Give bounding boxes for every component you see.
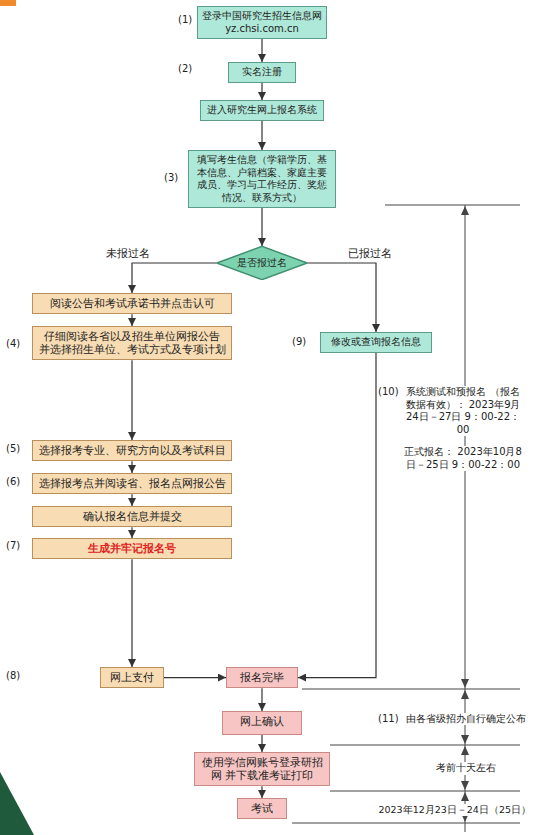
process-box: 阅读公告和考试承诺书并点击认可 (32, 293, 232, 314)
note-text: 正式报名： 2023年10月8日－25日 9：00-22：00 (402, 446, 524, 471)
flow-arrow (164, 677, 226, 678)
flow-arrow (298, 353, 376, 678)
flow-arrow (131, 527, 132, 538)
process-box: 网上支付 (100, 667, 164, 688)
callout-number: (1) (178, 14, 192, 27)
note-text: 系统测试和预报名 （报名数据有效）： 2023年9月24日－27日 9：00-2… (402, 386, 524, 436)
box-text: 报名完毕 (231, 671, 293, 684)
timeline (292, 205, 520, 832)
flow-arrow (261, 39, 262, 62)
edge-label: 未报过名 (104, 247, 152, 260)
callout-number: (7) (6, 540, 20, 553)
callout-number: (4) (6, 338, 20, 351)
flow-arrow (131, 314, 132, 326)
note-text: 2023年12月23日－24日（25日） (376, 804, 533, 816)
box-text: 选择报考专业、研究方向以及考试科目 (37, 444, 227, 457)
note-text: 考前十天左右 (434, 762, 498, 775)
flow-arrow (261, 121, 262, 151)
box-text: 登录中国研究生招生信息网 (202, 10, 322, 23)
box-text: 考试 (242, 802, 282, 815)
callout-number: (6) (6, 476, 20, 489)
box-text: 进入研究生网上报名系统 (205, 104, 319, 117)
box-text: 网上支付 (105, 671, 159, 684)
box-text: 是否报过名 (237, 257, 287, 270)
callout-number: (3) (164, 172, 178, 185)
process-box: 确认报名信息并提交 (32, 506, 232, 527)
box-text: 确认报名信息并提交 (37, 510, 227, 523)
flow-arrow (261, 688, 262, 711)
process-box: 实名注册 (228, 62, 296, 83)
box-text: 填写考生信息（学籍学历、基本信息、户籍档案、家庭主要成员、学习与工作经历、奖惩情… (193, 154, 331, 204)
process-box: 网上确认 (222, 711, 302, 735)
timeline-arrows (461, 206, 469, 822)
flow-arrow (308, 263, 376, 332)
callout-number: (8) (6, 670, 20, 683)
flow-arrow (131, 559, 132, 667)
process-box: 进入研究生网上报名系统 (200, 100, 324, 121)
box-text: 网上确认 (227, 715, 297, 728)
box-text: 实名注册 (233, 66, 291, 79)
process-box: 报名完毕 (226, 667, 298, 688)
flow-arrow (132, 263, 216, 293)
process-box: 填写考生信息（学籍学历、基本信息、户籍档案、家庭主要成员、学习与工作经历、奖惩情… (188, 150, 336, 208)
callout-number: (5) (6, 443, 20, 456)
box-text: 修改或查询报名信息 (325, 336, 427, 349)
decision-diamond: 是否报过名 (216, 246, 308, 280)
process-box: 仔细阅读各省以及招生单位网报公告 并选择招生单位、考试方式及专项计划 (32, 326, 232, 360)
callout-number: (2) (178, 63, 192, 76)
process-box: 生成并牢记报名号 (32, 538, 232, 559)
flow-arrow (261, 735, 262, 752)
note-text: 由各省级招办自行确定公布 (404, 713, 528, 725)
callout-number: (10) (378, 386, 399, 399)
process-box: 使用学信网账号登录研招网 并下载准考证打印 (194, 752, 330, 786)
flow-arrow (131, 494, 132, 506)
flow-arrow (261, 208, 262, 246)
corner-mark (0, 0, 16, 6)
corner-triangle (0, 772, 34, 835)
box-text: 选择报考点并阅读省、报名点网报公告 (37, 477, 227, 490)
flow-arrow (131, 360, 132, 440)
box-text: 使用学信网账号登录研招网 并下载准考证打印 (199, 756, 325, 782)
callout-number: (11) (378, 713, 399, 726)
flow-arrow (261, 786, 262, 798)
box-text: 仔细阅读各省以及招生单位网报公告 并选择招生单位、考试方式及专项计划 (37, 330, 227, 356)
process-box: 修改或查询报名信息 (320, 332, 432, 353)
edge-label: 已报过名 (346, 247, 394, 260)
flow-arrow (261, 83, 262, 101)
process-box: 选择报考点并阅读省、报名点网报公告 (32, 473, 232, 494)
box-subtext: yz.chsi.com.cn (202, 23, 322, 36)
box-text: 阅读公告和考试承诺书并点击认可 (37, 297, 227, 310)
start-box: 登录中国研究生招生信息网yz.chsi.com.cn (197, 6, 327, 39)
end-box: 考试 (237, 798, 287, 819)
callout-number: (9) (292, 336, 306, 349)
box-text: 生成并牢记报名号 (37, 542, 227, 555)
flow-arrow (131, 461, 132, 473)
process-box: 选择报考专业、研究方向以及考试科目 (32, 440, 232, 461)
